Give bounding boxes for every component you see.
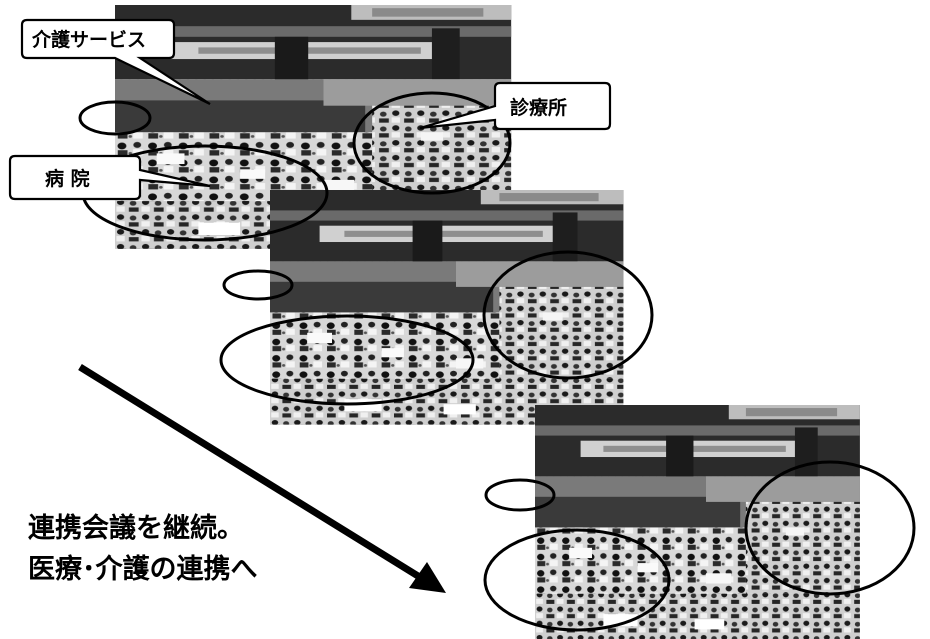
progress-arrow-shaft	[78, 364, 420, 579]
callout-shinryo-text: 診療所	[510, 96, 567, 119]
ellipse-shinryo-3	[744, 460, 916, 596]
ellipse-byoin-2	[219, 314, 475, 406]
callout-byoin-text: 病 院	[45, 167, 90, 190]
callout-byoin-bubble	[8, 154, 211, 201]
ellipse-kaigo-1	[78, 100, 152, 136]
callout-byoin: 病 院	[8, 154, 211, 201]
caption-line-2: 医療･介護の連携へ	[28, 553, 258, 585]
meeting-photo-3	[535, 405, 860, 639]
progress-arrow-head	[409, 562, 446, 593]
ellipse-kaigo-3	[484, 478, 556, 512]
caption-line-1: 連携会議を継続。	[28, 512, 244, 544]
callout-kaigo-bubble	[20, 18, 211, 105]
photo2-ellipses	[219, 250, 654, 406]
ellipse-byoin-3	[483, 528, 671, 632]
ellipse-shinryo-2	[482, 250, 654, 380]
meeting-photo-2	[270, 190, 624, 425]
photo3-ellipses	[483, 460, 916, 632]
callout-shinryo: 診療所	[419, 81, 612, 131]
ellipse-shinryo-1	[352, 91, 512, 195]
callout-kaigo-text: 介護サービス	[31, 28, 146, 51]
callout-kaigo: 介護サービス	[20, 18, 211, 105]
caption: 連携会議を継続。 医療･介護の連携へ	[28, 512, 258, 585]
progress-arrow	[78, 364, 446, 593]
ellipse-kaigo-2	[222, 269, 294, 301]
callout-shinryo-bubble	[419, 81, 612, 131]
